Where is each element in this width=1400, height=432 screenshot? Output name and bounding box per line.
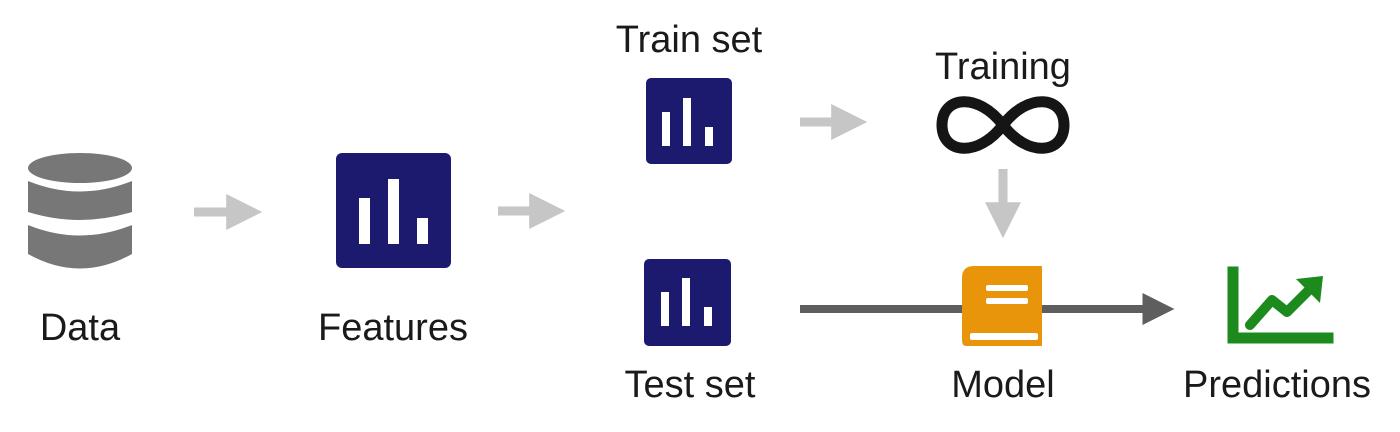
features-chart-icon <box>336 153 451 268</box>
book-icon <box>962 266 1042 346</box>
infinity-icon <box>936 96 1070 154</box>
test-set-chart-icon <box>644 259 731 346</box>
training-label: Training <box>935 46 1071 88</box>
test-set-label: Test set <box>624 364 756 406</box>
train-set-label: Train set <box>615 19 763 61</box>
data-label: Data <box>39 307 121 349</box>
features-label: Features <box>318 307 468 349</box>
train-set-chart-icon <box>646 78 732 164</box>
trend-up-icon <box>1227 266 1334 344</box>
model-label: Model <box>951 364 1055 406</box>
database-icon <box>28 153 132 269</box>
predictions-label: Predictions <box>1183 364 1371 406</box>
